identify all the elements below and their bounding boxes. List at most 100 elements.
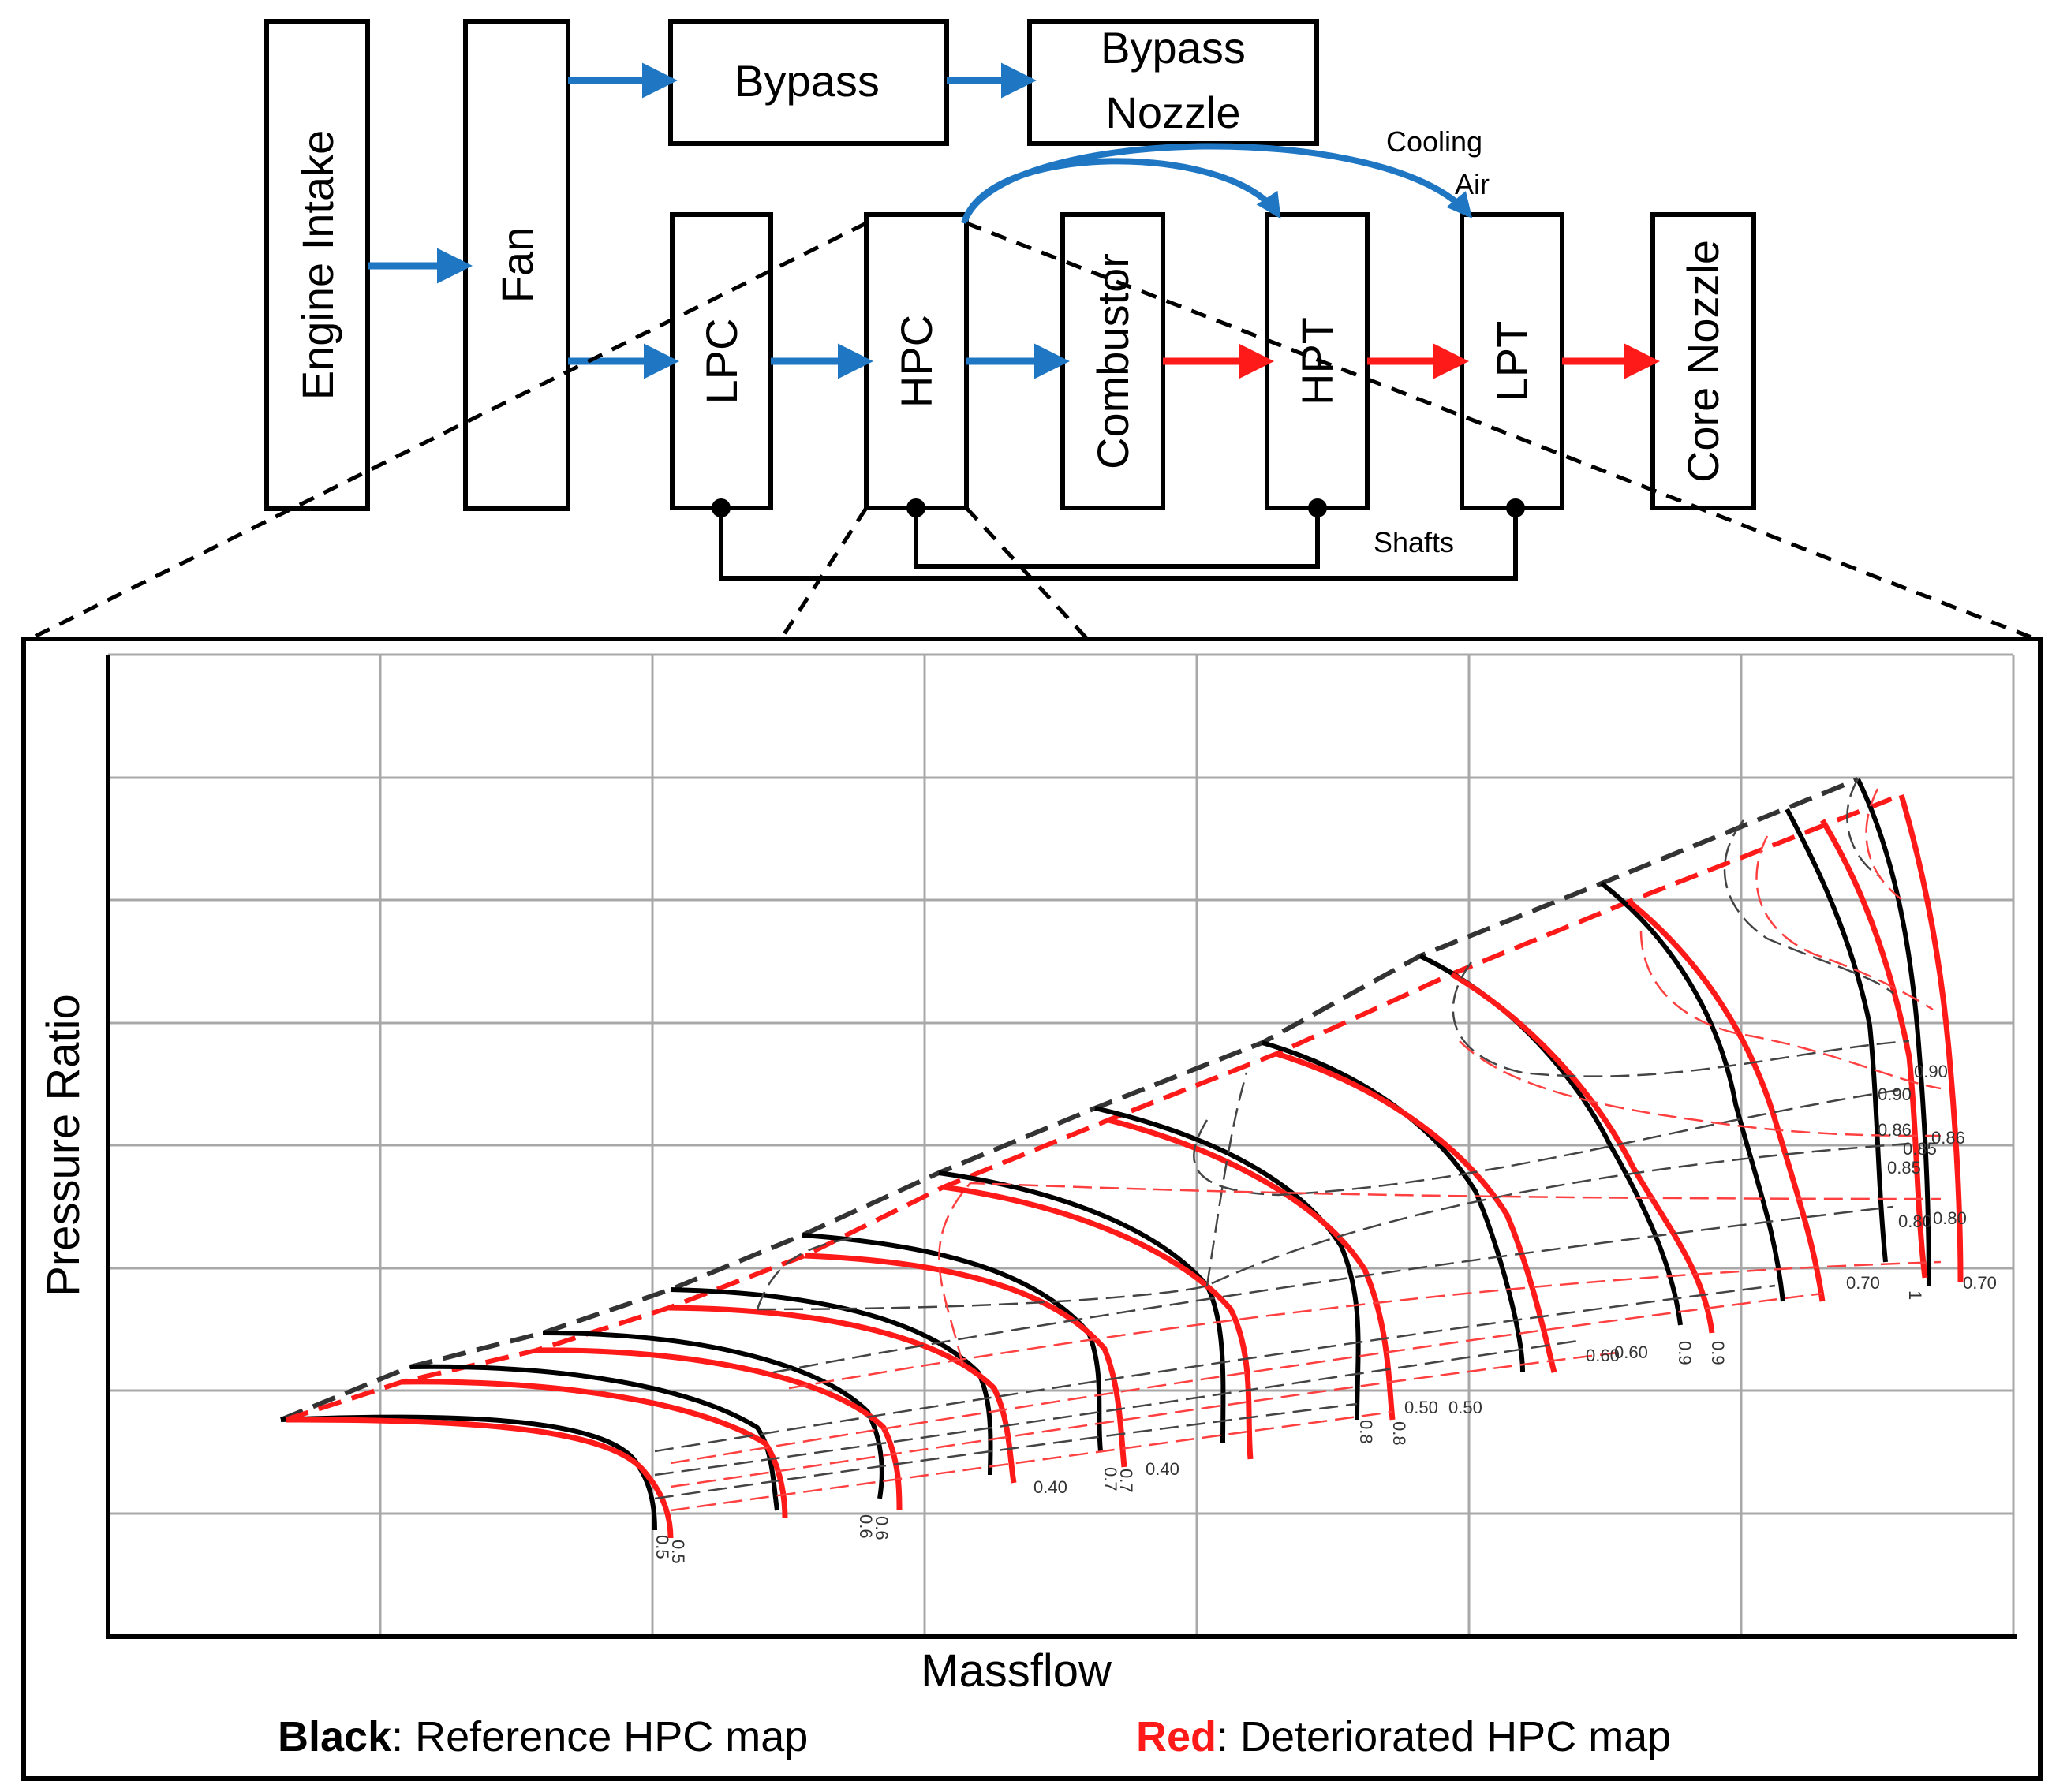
eff-label-det-080: 0.80 [1933,1208,1967,1228]
eff-label-ref-080: 0.80 [1898,1211,1932,1231]
map-axes [106,655,2017,1639]
speed-label-det-09: 0.9 [1708,1341,1728,1365]
shaft-joint-lpt [1506,498,1525,517]
speed-label-ref-10: 1 [1905,1290,1925,1300]
eff-label-det-060: 0.60 [1614,1342,1648,1362]
eff-label-ref-090: 0.90 [1878,1085,1912,1104]
speed-line-ref-08 [670,1287,993,1476]
eff-ref-085 [1193,1087,1910,1197]
flow-arrows [368,62,1660,379]
eff-label-ref-040: 0.40 [1034,1477,1067,1497]
eff-label-det-050: 0.50 [1448,1398,1482,1417]
speed-line-det-14 [1627,899,1826,1302]
combustor-label: Combustor [1088,253,1138,469]
speed-label-det-07: 0.7 [1116,1469,1136,1493]
bypass-nozzle-box: Bypass Nozzle [1027,19,1319,146]
map-frame [21,637,2043,1781]
curve-value-labels: 0.5 0.5 0.6 0.6 0.7 0.7 0.8 0.8 0.9 0.9 … [652,1062,1997,1564]
eff-ref-070 [772,1205,1894,1374]
shafts-label: Shafts [1374,526,1454,558]
eff-ref-surge-lobe [756,1237,853,1310]
speed-label-ref-05: 0.5 [652,1535,672,1559]
cooling-air-label-line1: Cooling [1386,125,1482,158]
legend-red-key: Red [1136,1713,1217,1760]
eff-label-ref-085: 0.85 [1887,1158,1921,1178]
speed-line-ref-15 [1785,808,1888,1263]
speed-line-ref-12 [1262,1040,1525,1373]
eff-ref-040 [654,1402,1358,1500]
eff-det-090 [1639,930,1942,1090]
core-nozzle-box: Core Nozzle [1650,212,1756,510]
legend-black-desc: : Reference HPC map [391,1713,808,1760]
fan-box: Fan [463,19,570,511]
map-grid [108,653,2015,1637]
eff-ref-060 [654,1284,1776,1453]
bypass-box: Bypass [668,19,949,146]
eff-ref-050 [654,1339,1579,1477]
speed-line-det-09 [804,1253,1127,1468]
eff-label-det-090: 0.90 [1914,1062,1948,1081]
zoom-line-inner-left [779,506,869,640]
speed-line-det-11 [1108,1117,1396,1421]
speed-line-ref-05 [280,1414,657,1531]
fan-label: Fan [492,227,542,304]
lpt-box: LPT [1460,212,1564,510]
legend-red-desc: : Deteriorated HPC map [1217,1713,1671,1760]
speed-line-det-06 [402,1379,788,1519]
zoom-indicator-lines [28,221,2036,641]
eff-ref-090 [1452,961,1910,1077]
speed-lines-deteriorated [285,794,1964,1539]
speed-line-det-13 [1450,971,1715,1334]
cooling-air-label-line2: Air [1455,168,1490,200]
engine-intake-label: Engine Intake [293,130,342,400]
zoom-line-outer-right [966,221,2036,641]
bypass-label: Bypass [734,56,880,106]
lpc-label: LPC [697,319,746,405]
eff-label-det-040: 0.40 [1146,1459,1179,1479]
combustor-box: Combustor [1060,212,1165,510]
speed-line-det-05 [285,1417,674,1539]
shaft-joint-hpc [906,498,925,517]
speed-line-ref-14 [1600,881,1785,1302]
high-pressure-shaft [914,508,1320,569]
cooling-air-arcs: Cooling Air [961,125,1490,225]
bypass-nozzle-label-line1: Bypass [1101,23,1246,73]
zoom-line-outer-left [28,221,868,641]
speed-line-det-07 [536,1347,903,1511]
speed-line-ref-07 [542,1331,884,1499]
hpc-map-panel: 0.5 0.5 0.6 0.6 0.7 0.7 0.8 0.8 0.9 0.9 … [21,637,2043,1781]
efficiency-lines-reference [654,778,1910,1500]
zoom-line-inner-right [965,506,1089,640]
speed-line-det-16 [1898,794,1964,1282]
svg-text:Red: Deteriorated HPC map: Red: Deteriorated HPC map [1136,1713,1671,1760]
legend-black-key: Black [278,1713,392,1760]
eff-label-det-085: 0.85 [1903,1139,1937,1159]
speed-line-det-12 [1275,1051,1557,1373]
legend: Black: Reference HPC map Red: Deteriorat… [278,1713,1671,1760]
hpc-label: HPC [891,315,941,408]
x-axis-title: Massflow [921,1645,1112,1697]
bypass-nozzle-label-line2: Nozzle [1105,88,1240,137]
eff-det-085 [1459,1040,1942,1137]
eff-label-ref-060: 0.60 [1586,1346,1620,1365]
eff-label-ref-070: 0.70 [1846,1273,1880,1293]
engine-schematic: Engine Intake Fan Bypass Bypass Nozzle L… [28,19,2036,641]
cooling-arc-to-lpt [961,143,1473,225]
eff-ref-095 [1723,819,1894,995]
speed-label-ref-07: 0.7 [1101,1467,1120,1491]
shaft-joint-lpc [712,498,731,517]
speed-line-ref-06 [409,1364,779,1511]
efficiency-lines-deteriorated [670,788,1942,1512]
shafts: Shafts [712,498,1525,581]
speed-label-ref-06: 0.6 [856,1514,876,1539]
svg-text:Black: Reference HPC map: Black: Reference HPC map [278,1713,808,1760]
eff-det-095 [1755,835,1934,1011]
speed-line-ref-16 [1856,778,1931,1286]
eff-det-070 [788,1260,1942,1390]
speed-line-det-15 [1819,819,1928,1279]
core-nozzle-label: Core Nozzle [1678,240,1728,483]
eff-label-ref-086: 0.86 [1878,1120,1912,1140]
speed-label-det-06: 0.6 [872,1516,891,1540]
engine-intake-box: Engine Intake [264,19,370,511]
